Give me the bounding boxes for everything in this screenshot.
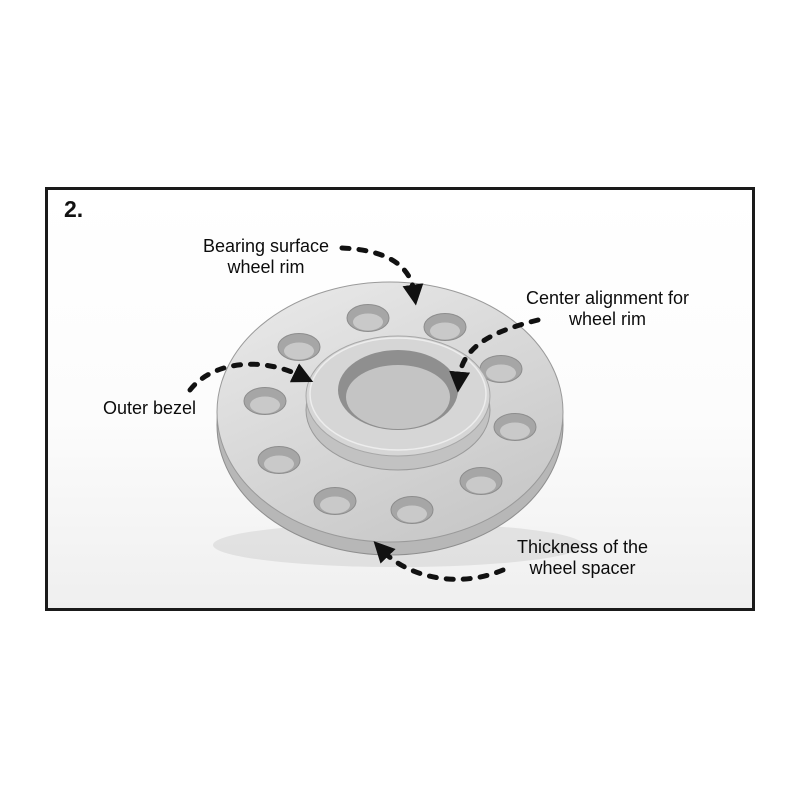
label-outer-bezel: Outer bezel <box>103 398 197 418</box>
label-thickness: Thickness of the wheel spacer <box>516 537 649 578</box>
label-bearing-surface: Bearing surface wheel rim <box>202 236 330 277</box>
label-center-alignment: Center alignment for wheel rim <box>525 288 690 329</box>
step-number: 2. <box>64 196 84 222</box>
